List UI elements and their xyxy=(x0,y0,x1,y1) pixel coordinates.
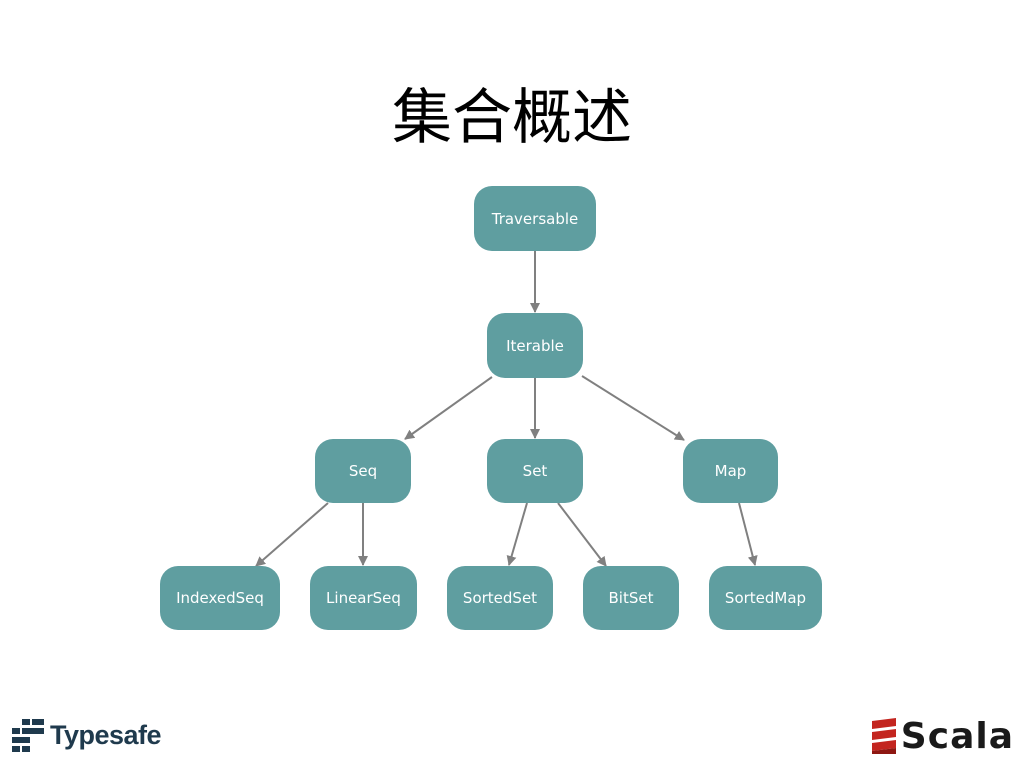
node-iterable: Iterable xyxy=(487,313,583,378)
edge-iterable-map xyxy=(581,375,685,441)
typesafe-logo-icon xyxy=(12,719,44,752)
edge-set-sortedset xyxy=(506,502,528,566)
node-indexedseq: IndexedSeq xyxy=(160,566,280,630)
node-linearseq: LinearSeq xyxy=(310,566,417,630)
edge-seq-indexedseq xyxy=(255,502,329,567)
node-sortedmap: SortedMap xyxy=(709,566,822,630)
node-sortedset: SortedSet xyxy=(447,566,553,630)
node-seq: Seq xyxy=(315,439,411,503)
edge-iterable-seq xyxy=(404,376,493,440)
node-bitset: BitSet xyxy=(583,566,679,630)
typesafe-logo: Typesafe xyxy=(10,713,162,757)
scala-logo-icon xyxy=(871,718,896,754)
scala-logo-text: Scala xyxy=(900,715,1014,757)
slide-title: 集合概述 xyxy=(392,83,632,153)
scala-logo: Scala xyxy=(870,714,1014,758)
node-set: Set xyxy=(487,439,583,503)
typesafe-logo-text: Typesafe xyxy=(50,719,162,750)
edge-map-sortedmap xyxy=(738,502,758,566)
node-map: Map xyxy=(683,439,778,503)
edge-set-bitset xyxy=(557,502,607,567)
node-traversable: Traversable xyxy=(474,186,596,251)
